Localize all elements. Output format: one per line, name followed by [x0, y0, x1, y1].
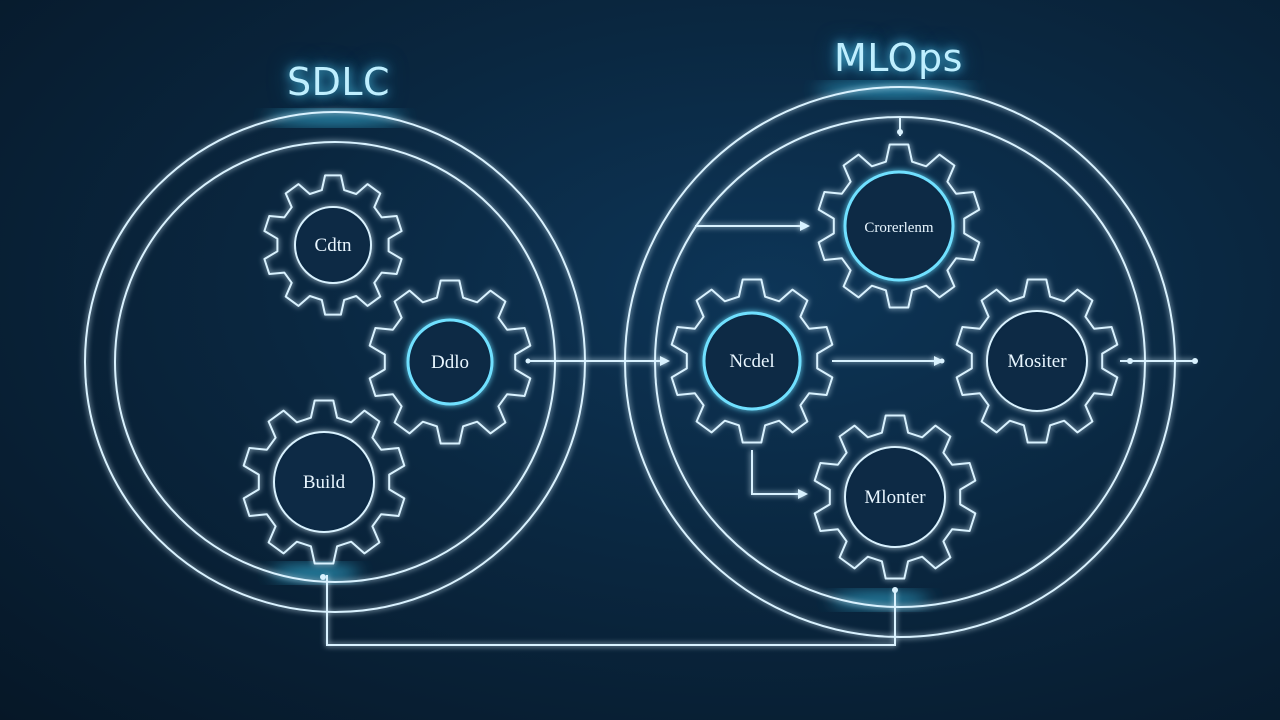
gear-build-teeth [242, 399, 406, 565]
mlops-top-dot [897, 129, 903, 135]
sdlc-title: SDLC [287, 60, 391, 104]
sdlc-connector-dot [525, 358, 531, 364]
bottom-feedback-connector [326, 575, 896, 646]
mlops-title: MLOps [834, 36, 963, 80]
gear-cdtn-teeth [263, 174, 403, 316]
model-to-monitoring-connector [751, 450, 808, 499]
gear-crorerlenm-label: Crorerlenm [864, 220, 933, 236]
gear-build-hub [273, 431, 375, 533]
gear-mositer-teeth [955, 278, 1119, 444]
sdlc-bottom-dot [320, 574, 326, 580]
gear-ncdel-label: Ncdel [729, 351, 774, 372]
gear-crorerlenm-teeth [817, 143, 981, 309]
mlops-bottom-dot [892, 587, 898, 593]
gear-mlonter: Mlonter [813, 414, 977, 580]
gear-ddlo-label: Ddlo [431, 352, 469, 373]
output-dot-end [1192, 358, 1198, 364]
monitor-connector-dot [939, 358, 945, 364]
gear-ncdel-teeth [670, 278, 834, 444]
gear-mositer: Mositer [955, 278, 1119, 444]
gear-mlonter-teeth [813, 414, 977, 580]
gear-cdtn-hub [294, 206, 372, 284]
sdlc-circle [84, 111, 586, 613]
gear-cdtn-label: Cdtn [315, 235, 352, 256]
sdlc-bottom-glow [270, 567, 360, 579]
mlops-top-glow [815, 85, 975, 95]
sdlc-top-glow [265, 113, 405, 123]
sdlc-outer-ring [84, 111, 586, 613]
gear-ddlo-hub [406, 318, 494, 406]
output-dot-inner [1127, 358, 1133, 364]
gear-build-label: Build [303, 472, 346, 493]
gear-mositer-label: Mositer [1007, 351, 1067, 372]
connector-nodes [320, 129, 1198, 593]
gear-ncdel: Ncdel [670, 278, 834, 444]
gear-ddlo-teeth [368, 279, 532, 445]
gear-build: Build [242, 399, 406, 565]
gear-mositer-hub [986, 310, 1088, 412]
gear-ddlo: Ddlo [368, 279, 532, 445]
gear-mlonter-hub [844, 446, 946, 548]
gear-ncdel-hub [702, 311, 802, 411]
gear-cdtn: Cdtn [263, 174, 403, 316]
gear-mlonter-label: Mlonter [864, 487, 926, 508]
gear-crorerlenm-hub [843, 170, 955, 282]
gear-crorerlenm: Crorerlenm [817, 143, 981, 309]
